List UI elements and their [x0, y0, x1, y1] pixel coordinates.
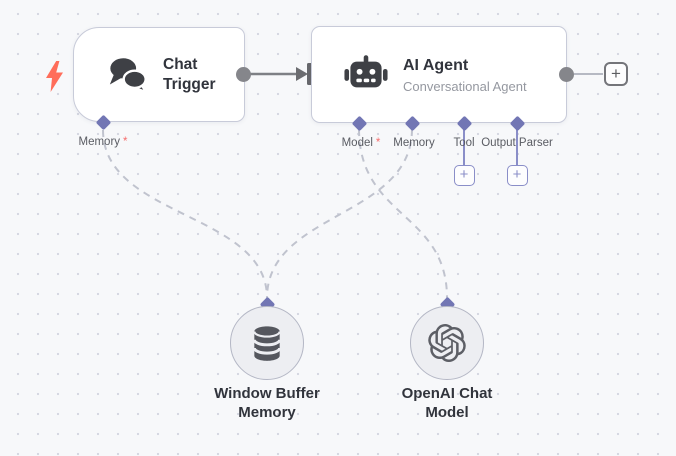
connection-trigger-memory-to-window-buffer-memory	[102, 129, 268, 299]
endpoint-label-text: Memory	[78, 136, 121, 148]
endpoint-label-text: Model	[341, 137, 373, 149]
robot-icon	[344, 55, 388, 88]
trigger-output-endpoint[interactable]	[235, 66, 251, 82]
required-asterisk: *	[375, 137, 381, 149]
node-openai-chat-model[interactable]	[410, 306, 484, 380]
add-output-parser-button[interactable]: +	[506, 164, 528, 186]
connection-trigger-to-agent	[250, 63, 315, 85]
endpoint-label-tool: Tool	[453, 137, 474, 149]
node-window-buffer-memory[interactable]	[230, 306, 304, 380]
connection-agent-memory-to-window-buffer-memory	[266, 128, 413, 299]
lightning-bolt-icon	[46, 61, 63, 92]
node-chat-trigger[interactable]: Chat Trigger	[73, 27, 245, 122]
endpoint-label-memory: Memory	[393, 137, 435, 149]
agent-text-block: AI Agent Conversational Agent	[403, 56, 527, 94]
endpoint-label-text: Tool	[453, 137, 475, 149]
node-title: Chat Trigger	[163, 56, 216, 93]
connection-agent-model-to-openai-chat-model	[358, 128, 448, 299]
endpoint-label-text: Output Parser	[481, 137, 553, 149]
endpoint-label-trigger-memory: Memory*	[78, 136, 127, 148]
add-node-button[interactable]: +	[604, 62, 628, 86]
label-openai-chat-model: OpenAI Chat Model	[401, 385, 493, 421]
database-icon	[252, 325, 282, 361]
chat-icon	[109, 57, 149, 94]
node-title: AI Agent	[403, 56, 469, 74]
node-subtitle: Conversational Agent	[403, 78, 527, 94]
label-window-buffer-memory: Window Buffer Memory	[214, 385, 320, 421]
endpoint-label-text: Memory	[393, 137, 435, 149]
add-tool-button[interactable]: +	[453, 164, 475, 186]
connection-arrowhead-icon	[296, 67, 308, 81]
node-ai-agent[interactable]: AI Agent Conversational Agent	[311, 26, 567, 123]
agent-output-endpoint[interactable]	[558, 66, 574, 82]
endpoint-label-output-parser: Output Parser	[481, 137, 553, 149]
required-asterisk: *	[123, 136, 128, 148]
endpoint-label-model: Model*	[342, 137, 381, 149]
openai-icon	[428, 324, 466, 362]
